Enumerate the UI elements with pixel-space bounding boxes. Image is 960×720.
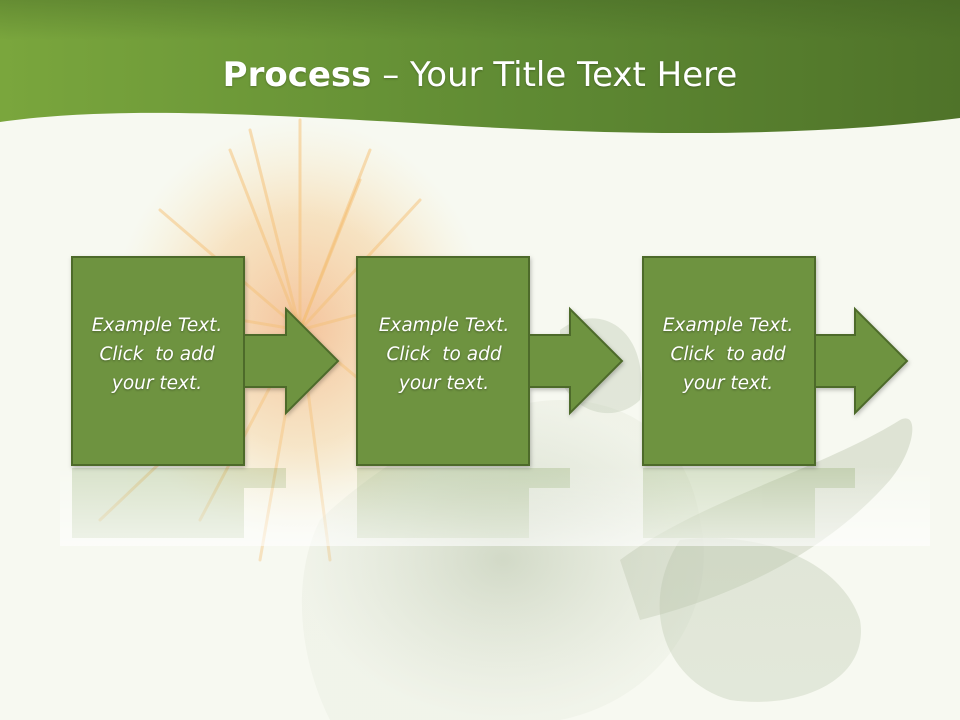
header-band: [0, 0, 960, 134]
step-1-text[interactable]: Example Text. Click to add your text.: [72, 311, 242, 398]
step-2-box: [356, 256, 530, 466]
process-step-1[interactable]: [71, 256, 340, 466]
process-step-3[interactable]: [642, 256, 909, 466]
step-1-box: [71, 256, 245, 466]
title-separator: –: [371, 55, 411, 95]
step-3-text[interactable]: Example Text. Click to add your text.: [643, 311, 813, 398]
step-1-line-1: Example Text.: [91, 315, 223, 336]
step-3-line-1: Example Text.: [662, 315, 794, 336]
title-text: Your Title Text Here: [410, 55, 738, 95]
step-3-arrow: [814, 306, 909, 416]
step-3-line-2: Click to add: [670, 344, 786, 365]
title-bold: Process: [222, 55, 372, 95]
step-2-line-1: Example Text.: [378, 315, 510, 336]
step-2-text[interactable]: Example Text. Click to add your text.: [359, 311, 529, 398]
step-3-line-3: your text.: [682, 373, 774, 394]
step-2-line-3: your text.: [398, 373, 490, 394]
step-2-line-2: Click to add: [386, 344, 502, 365]
step-1-line-3: your text.: [111, 373, 203, 394]
step-3-box: [642, 256, 816, 466]
step-1-line-2: Click to add: [99, 344, 215, 365]
process-step-2[interactable]: [356, 256, 624, 466]
step-2-arrow: [528, 306, 624, 416]
step-1-arrow: [243, 306, 340, 416]
slide-title[interactable]: Process – Your Title Text Here: [0, 52, 960, 98]
